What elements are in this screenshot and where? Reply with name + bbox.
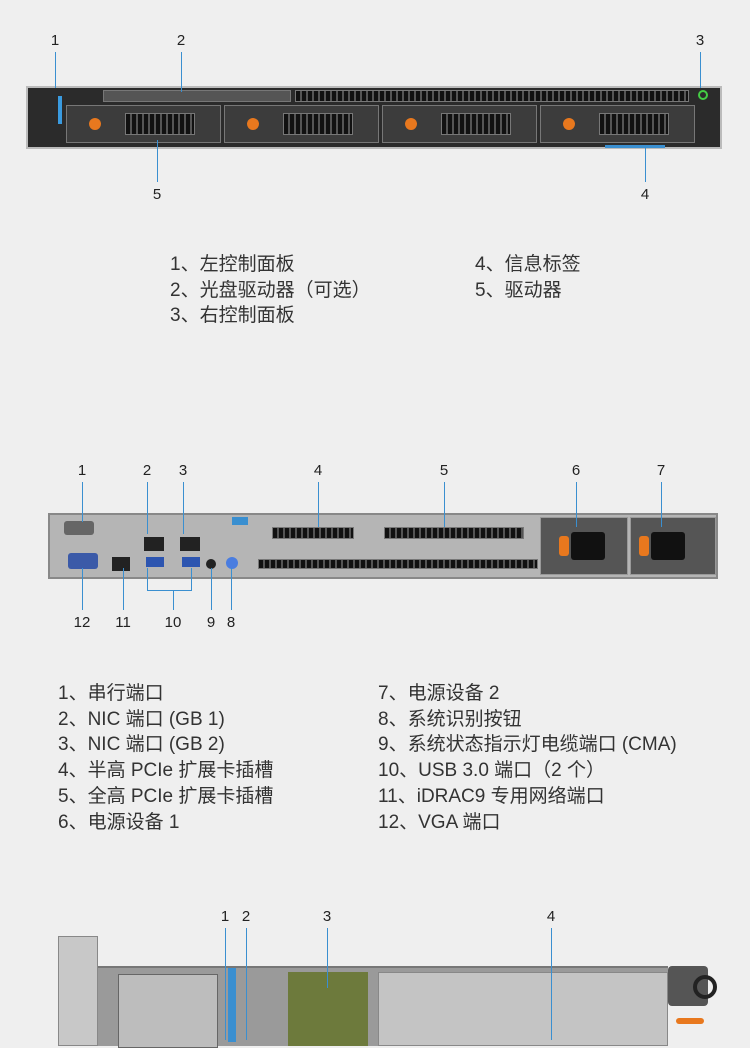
idrac-port bbox=[112, 557, 130, 571]
legend-item: 3、NIC 端口 (GB 2) bbox=[58, 734, 225, 756]
front-legend-left: 1、左控制面板 2、光盘驱动器（可选） 3、右控制面板 bbox=[170, 252, 371, 329]
callout-4: 4 bbox=[640, 186, 650, 203]
legend-item: 5、全高 PCIe 扩展卡插槽 bbox=[58, 785, 274, 807]
legend-item: 1、串行端口 bbox=[58, 683, 164, 704]
cma-port bbox=[206, 559, 216, 569]
callout-8: 8 bbox=[226, 614, 236, 631]
legend-item: 4、半高 PCIe 扩展卡插槽 bbox=[58, 760, 274, 782]
rear-legend-left: 1、串行端口 2、NIC 端口 (GB 1) 3、NIC 端口 (GB 2) 4… bbox=[58, 681, 273, 835]
optical-drive bbox=[103, 90, 291, 102]
legend-item: 8、系统识别按钮 bbox=[378, 708, 522, 730]
handle bbox=[693, 975, 717, 999]
left-panel-led bbox=[58, 96, 62, 124]
legend-item: 4、信息标签 bbox=[475, 254, 581, 275]
system-board bbox=[288, 972, 368, 1046]
legend-item: 7、电源设备 2 bbox=[378, 683, 500, 704]
callout-4: 4 bbox=[546, 908, 556, 925]
legend-item: 5、驱动器 bbox=[475, 279, 562, 301]
callout-1: 1 bbox=[50, 32, 60, 49]
callout-3: 3 bbox=[695, 32, 705, 49]
legend-item: 10、USB 3.0 端口（2 个） bbox=[378, 760, 606, 782]
callout-1: 1 bbox=[220, 908, 230, 925]
legend-item: 1、左控制面板 bbox=[170, 254, 295, 275]
legend-item: 2、NIC 端口 (GB 1) bbox=[58, 708, 225, 730]
callout-5: 5 bbox=[152, 186, 162, 203]
front-vent bbox=[295, 90, 689, 102]
psu-cage bbox=[378, 972, 668, 1046]
drive-bay-2 bbox=[224, 105, 379, 143]
rear-legend-right: 7、电源设备 2 8、系统识别按钮 9、系统状态指示灯电缆端口 (CMA) 10… bbox=[378, 681, 677, 835]
legend-item: 9、系统状态指示灯电缆端口 (CMA) bbox=[378, 734, 677, 756]
system-id-button[interactable] bbox=[226, 557, 238, 569]
callout-7: 7 bbox=[656, 462, 666, 479]
nic-port-2 bbox=[180, 537, 200, 551]
front-legend-right: 4、信息标签 5、驱动器 bbox=[475, 252, 581, 303]
callout-12: 12 bbox=[73, 614, 91, 631]
server-interior bbox=[98, 966, 668, 1048]
power-button-icon bbox=[698, 90, 708, 100]
callout-6: 6 bbox=[571, 462, 581, 479]
usb-port-2 bbox=[182, 557, 200, 567]
server-rear-chassis bbox=[48, 513, 718, 579]
callout-2: 2 bbox=[142, 462, 152, 479]
legend-item: 3、右控制面板 bbox=[170, 305, 295, 327]
psu-1 bbox=[540, 517, 628, 575]
legend-item: 6、电源设备 1 bbox=[58, 811, 180, 833]
callout-2: 2 bbox=[241, 908, 251, 925]
usb-port-1 bbox=[146, 557, 164, 567]
callout-2: 2 bbox=[176, 32, 186, 49]
low-profile-pcie-slot bbox=[272, 527, 354, 539]
blue-latch bbox=[232, 517, 248, 525]
server-front-chassis bbox=[26, 86, 722, 149]
callout-11: 11 bbox=[115, 614, 131, 631]
info-tag bbox=[605, 145, 665, 148]
callout-4: 4 bbox=[313, 462, 323, 479]
callout-9: 9 bbox=[206, 614, 216, 631]
drive-bay-3 bbox=[382, 105, 537, 143]
callout-5: 5 bbox=[439, 462, 449, 479]
drive-bay-4 bbox=[540, 105, 695, 143]
callout-1: 1 bbox=[77, 462, 87, 479]
psu-2 bbox=[630, 517, 716, 575]
callout-10: 10 bbox=[164, 614, 182, 631]
callout-3: 3 bbox=[322, 908, 332, 925]
legend-item: 2、光盘驱动器（可选） bbox=[170, 279, 371, 301]
callout-3: 3 bbox=[178, 462, 188, 479]
chassis-bracket bbox=[58, 936, 98, 1046]
legend-item: 11、iDRAC9 专用网络端口 bbox=[378, 785, 605, 807]
legend-item: 12、VGA 端口 bbox=[378, 811, 501, 833]
full-height-pcie-slot bbox=[384, 527, 524, 539]
vga-port bbox=[68, 553, 98, 569]
serial-port bbox=[64, 521, 94, 535]
nic-port-1 bbox=[144, 537, 164, 551]
drive-bay-1 bbox=[66, 105, 221, 143]
rear-vent bbox=[258, 559, 538, 569]
